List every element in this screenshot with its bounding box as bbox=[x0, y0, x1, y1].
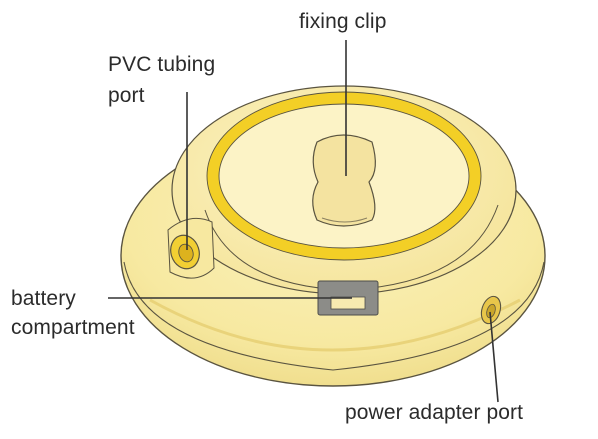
leader-power-adapter-port bbox=[489, 311, 499, 403]
label-power-adapter-port: power adapter port bbox=[345, 401, 524, 424]
label-pvc-tubing-port-line1: PVC tubing bbox=[108, 53, 216, 76]
label-battery-compartment-line2: compartment bbox=[11, 316, 135, 339]
fixing-clip bbox=[312, 134, 376, 227]
label-pvc-tubing-port-line2: port bbox=[108, 84, 145, 107]
label-fixing-clip: fixing clip bbox=[299, 10, 387, 33]
label-battery-compartment-line1: battery bbox=[11, 287, 76, 310]
pvc-tubing-port bbox=[167, 217, 215, 279]
leader-lines bbox=[108, 40, 499, 403]
power-adapter-port bbox=[480, 295, 502, 325]
